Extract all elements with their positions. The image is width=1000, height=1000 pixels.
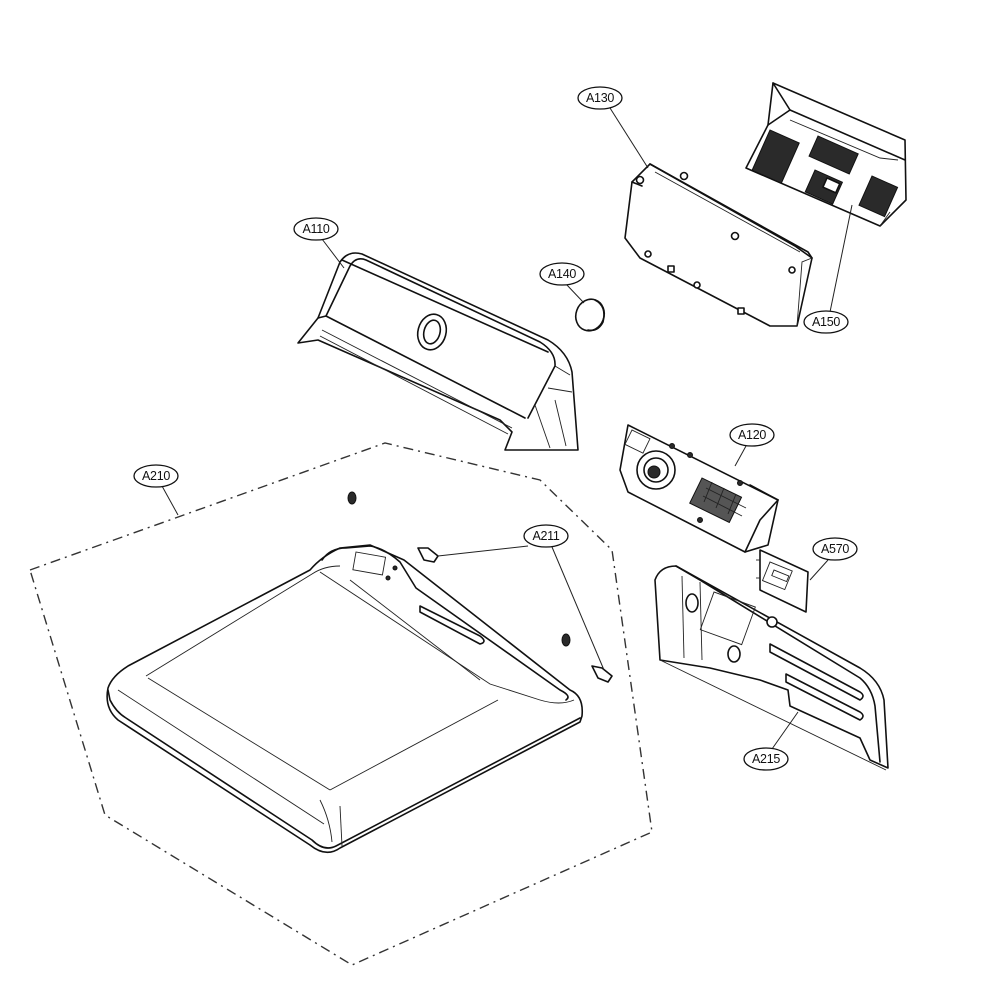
assembly-group-boundary xyxy=(29,442,653,966)
part-a110-control-panel[interactable] xyxy=(297,252,579,451)
callout-a570[interactable]: A570 xyxy=(821,542,849,556)
callout-a120[interactable]: A120 xyxy=(738,428,766,442)
fastener-screw-1 xyxy=(347,491,357,505)
callout-a215[interactable]: A215 xyxy=(752,752,780,766)
part-a130-display-cover[interactable] xyxy=(624,163,813,327)
part-a150-rear-cover[interactable] xyxy=(745,82,907,227)
leader-lines xyxy=(161,107,853,750)
part-a570-bracket[interactable] xyxy=(756,549,809,613)
fastener-screw-2 xyxy=(561,633,571,647)
callout-a130[interactable]: A130 xyxy=(586,91,614,105)
callout-a150[interactable]: A150 xyxy=(812,315,840,329)
part-a211-hinge-right[interactable] xyxy=(591,665,613,683)
pcb-component-grid xyxy=(689,477,747,524)
callout-a110[interactable]: A110 xyxy=(302,222,330,236)
part-a210-top-cover[interactable] xyxy=(106,544,584,854)
part-a140-knob[interactable] xyxy=(571,295,608,335)
part-a211-hinge-left[interactable] xyxy=(417,547,439,563)
part-a120-main-pcb[interactable] xyxy=(619,424,779,553)
callout-a211[interactable]: A211 xyxy=(532,529,560,543)
callout-a210[interactable]: A210 xyxy=(142,469,170,483)
part-a215-back-cover[interactable] xyxy=(654,565,889,771)
callout-bubbles xyxy=(133,86,858,771)
callout-a140[interactable]: A140 xyxy=(548,267,576,281)
